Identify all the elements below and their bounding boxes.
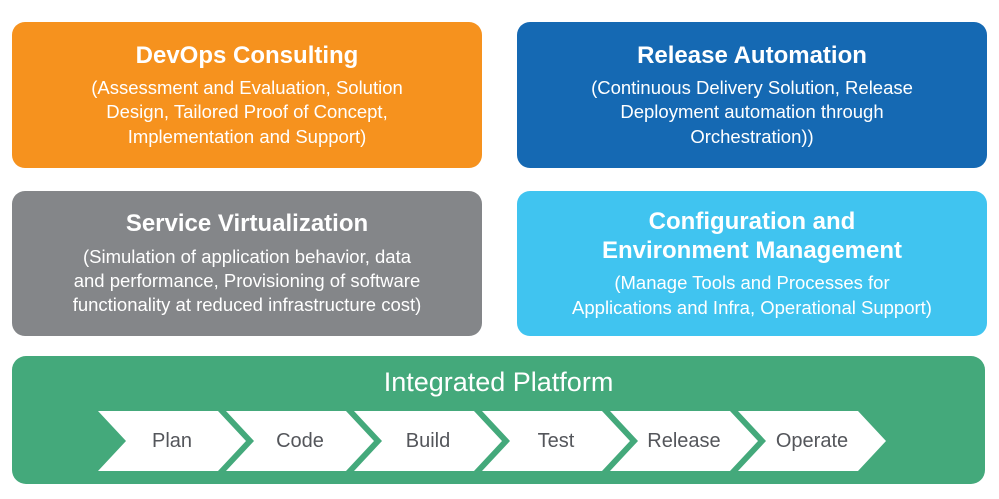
card-title: Release Automation <box>637 41 867 69</box>
card-description: (Manage Tools and Processes for Applicat… <box>572 272 932 318</box>
pipeline-step-plan: Plan <box>98 411 246 471</box>
card-description: (Continuous Delivery Solution, Release D… <box>591 77 913 147</box>
card-title: Service Virtualization <box>125 210 369 238</box>
pipeline-step-code: Code <box>226 411 374 471</box>
card-title: DevOps Consulting <box>135 41 359 69</box>
card-release-automation: Release Automation (Continuous Delivery … <box>517 22 987 168</box>
integrated-platform-bar: Integrated Platform Plan Code Build Test… <box>12 356 985 484</box>
pipeline-step-operate: Operate <box>738 411 886 471</box>
card-description: (Simulation of application behavior, dat… <box>72 245 422 316</box>
pipeline-step-build: Build <box>354 411 502 471</box>
card-description: (Assessment and Evaluation, Solution Des… <box>91 77 403 147</box>
pipeline-step-test: Test <box>482 411 630 471</box>
card-title: Configuration and Environment Management <box>601 207 903 265</box>
card-devops-consulting: DevOps Consulting (Assessment and Evalua… <box>12 22 482 168</box>
card-configuration-environment-management: Configuration and Environment Management… <box>517 191 987 336</box>
platform-title: Integrated Platform <box>383 367 614 397</box>
pipeline-steps: Plan Code Build Test Release Operate <box>98 411 866 471</box>
pipeline-step-release: Release <box>610 411 758 471</box>
card-service-virtualization: Service Virtualization (Simulation of ap… <box>12 191 482 336</box>
